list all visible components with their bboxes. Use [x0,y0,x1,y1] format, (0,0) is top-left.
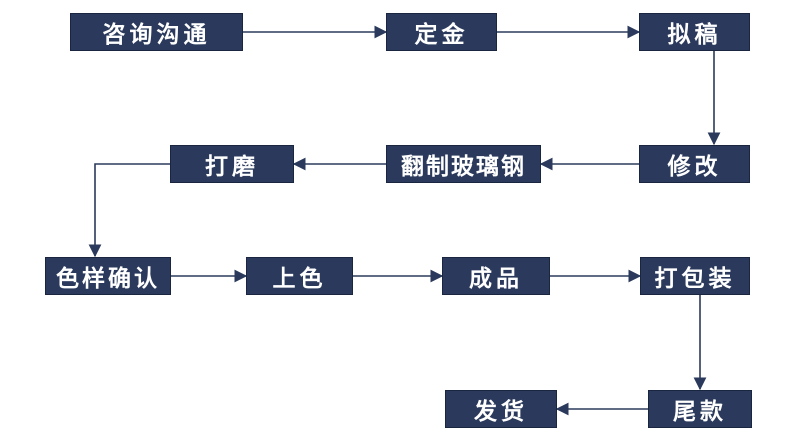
arrow-polish-to-color-sample [88,163,170,258]
step-draft: 拟稿 [639,13,750,51]
step-revise: 修改 [639,145,750,183]
step-packaging: 打包装 [640,257,750,295]
step-fiberglass: 翻制玻璃钢 [386,145,541,183]
step-finished: 成品 [442,257,550,295]
step-shipping: 发货 [445,390,557,428]
step-consult: 咨询沟通 [70,13,243,51]
step-color-sample: 色样确认 [45,257,171,295]
step-deposit: 定金 [386,13,497,51]
step-coloring: 上色 [246,257,353,295]
step-balance: 尾款 [648,390,752,428]
step-polish: 打磨 [170,145,294,183]
